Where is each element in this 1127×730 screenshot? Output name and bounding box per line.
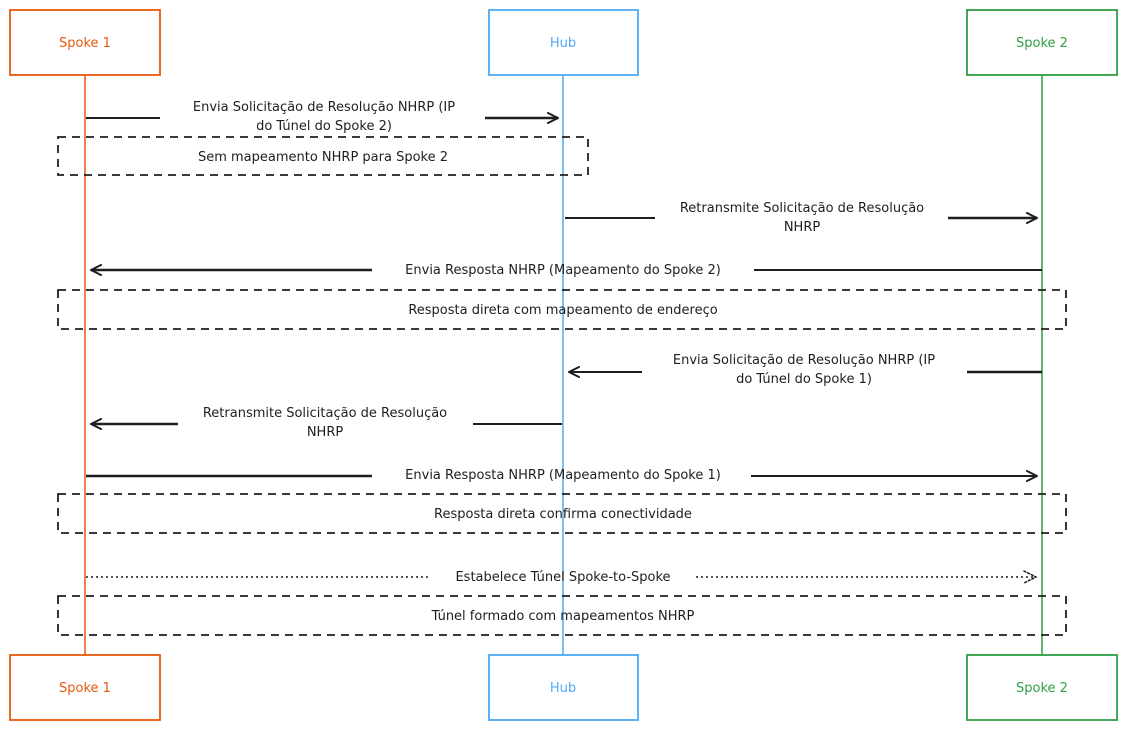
message-4-line-1: Envia Solicitação de Resolução NHRP (IP: [673, 353, 935, 368]
actor-spoke2-bottom: Spoke 2: [966, 654, 1118, 721]
message-establish-tunnel: Estabelece Túnel Spoke-to-Spoke: [86, 570, 1036, 585]
message-forward-to-spoke1: Retransmite Solicitação de Resolução NHR…: [90, 406, 562, 440]
actor-spoke2-bottom-label: Spoke 2: [1016, 681, 1068, 696]
actor-spoke2-top: Spoke 2: [966, 9, 1118, 76]
message-4-line-2: do Túnel do Spoke 1): [736, 372, 872, 387]
actor-spoke1-bottom: Spoke 1: [9, 654, 161, 721]
note-confirm-connectivity: Resposta direta confirma conectividade: [57, 493, 1067, 534]
actor-spoke2-top-label: Spoke 2: [1016, 36, 1068, 51]
message-2-line-2: NHRP: [784, 220, 821, 235]
actor-hub-bottom-label: Hub: [550, 681, 576, 696]
message-reply-mapping-spoke1: Envia Resposta NHRP (Mapeamento do Spoke…: [86, 468, 1038, 483]
actor-spoke1-top: Spoke 1: [9, 9, 161, 76]
note-tunnel-formed: Túnel formado com mapeamentos NHRP: [57, 595, 1067, 636]
message-1-line-1: Envia Solicitação de Resolução NHRP (IP: [193, 100, 455, 115]
message-3-label: Envia Resposta NHRP (Mapeamento do Spoke…: [405, 263, 721, 278]
actor-hub-top: Hub: [488, 9, 639, 76]
note-direct-reply: Resposta direta com mapeamento de endere…: [57, 289, 1067, 330]
actor-spoke1-top-label: Spoke 1: [59, 36, 111, 51]
note-tunnel-formed-text: Túnel formado com mapeamentos NHRP: [431, 609, 695, 624]
actor-spoke1-bottom-label: Spoke 1: [59, 681, 111, 696]
message-5-line-2: NHRP: [307, 425, 344, 440]
message-5-line-1: Retransmite Solicitação de Resolução: [203, 406, 447, 421]
message-7-label: Estabelece Túnel Spoke-to-Spoke: [455, 570, 670, 585]
note-direct-reply-text: Resposta direta com mapeamento de endere…: [408, 303, 717, 318]
actor-hub-top-label: Hub: [550, 36, 576, 51]
message-resolution-request-spoke2: Envia Solicitação de Resolução NHRP (IP …: [568, 353, 1042, 387]
note-confirm-connectivity-text: Resposta direta confirma conectividade: [434, 507, 692, 522]
note-no-mapping: Sem mapeamento NHRP para Spoke 2: [57, 136, 589, 176]
message-forward-to-spoke2: Retransmite Solicitação de Resolução NHR…: [565, 201, 1038, 235]
note-no-mapping-text: Sem mapeamento NHRP para Spoke 2: [198, 150, 448, 165]
actor-hub-bottom: Hub: [488, 654, 639, 721]
message-reply-mapping-spoke2: Envia Resposta NHRP (Mapeamento do Spoke…: [90, 263, 1042, 278]
message-resolution-request-spoke1: Envia Solicitação de Resolução NHRP (IP …: [86, 100, 559, 134]
message-1-line-2: do Túnel do Spoke 2): [256, 119, 392, 134]
message-2-line-1: Retransmite Solicitação de Resolução: [680, 201, 924, 216]
message-6-label: Envia Resposta NHRP (Mapeamento do Spoke…: [405, 468, 721, 483]
